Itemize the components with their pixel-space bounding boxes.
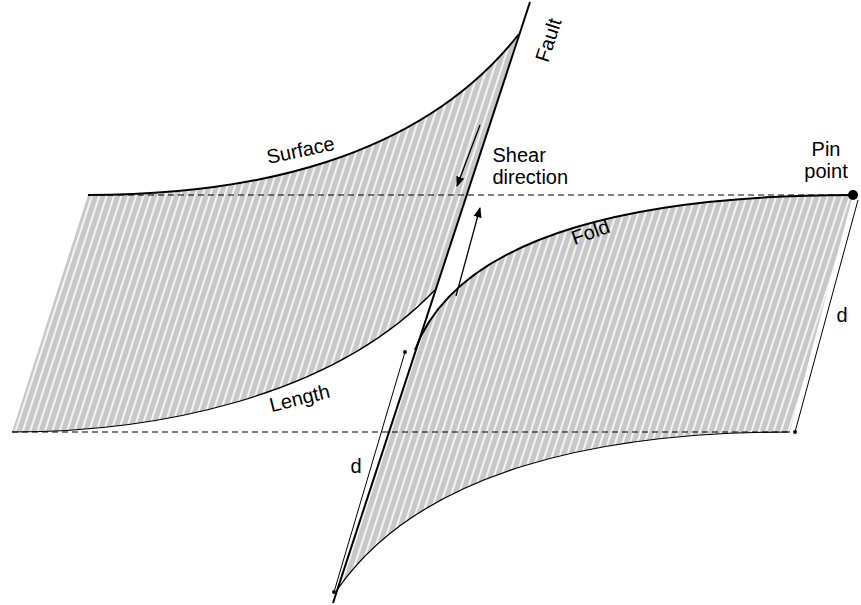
fault-label: Fault — [531, 15, 566, 64]
lower-curve — [337, 432, 790, 590]
dimension-label: d — [836, 304, 847, 326]
surface-curve — [88, 34, 519, 195]
pin-point-label: Pin point — [800, 138, 852, 182]
dimension-label: d — [347, 455, 364, 477]
length-curve — [12, 290, 435, 432]
fault-line — [333, 2, 530, 603]
dimension-end — [403, 350, 407, 354]
dimension-end — [793, 430, 797, 434]
shear-label: Shear direction — [493, 144, 588, 188]
shear-arrow — [457, 125, 480, 186]
shear-arrow — [456, 208, 480, 296]
reference-line — [88, 194, 853, 195]
reference-line — [12, 431, 790, 432]
dimension-end — [332, 590, 336, 594]
foot-block — [337, 195, 853, 590]
dimension-line — [334, 352, 405, 592]
dimension-line — [795, 200, 858, 432]
fold-curve — [415, 195, 853, 350]
pin-point-dot — [848, 190, 858, 200]
